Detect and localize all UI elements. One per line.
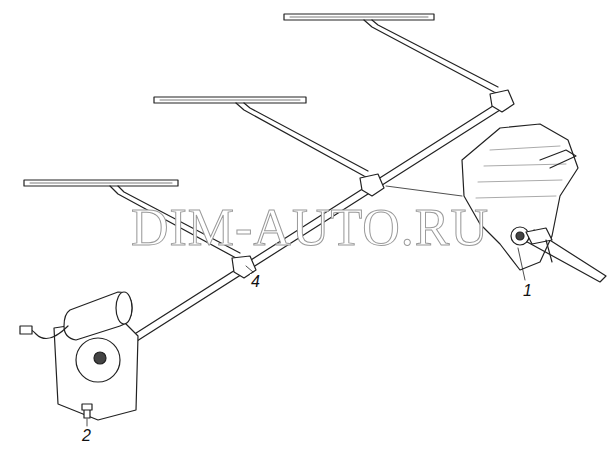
gear-housing	[76, 338, 120, 382]
watermark: DIM-AUTO.RU	[131, 202, 489, 254]
crank-hub	[94, 352, 106, 364]
crank	[526, 228, 552, 244]
pivot-bearing	[516, 232, 524, 240]
bracket-arm	[520, 150, 606, 282]
motor-body	[64, 292, 132, 340]
crank-stem	[546, 240, 552, 262]
wiper-blade	[24, 180, 178, 186]
pivot	[490, 90, 514, 112]
wiper-arm	[364, 20, 506, 96]
motor-endcap	[116, 292, 132, 324]
wiper-blade	[284, 14, 434, 20]
pivot-bearing	[511, 227, 529, 245]
wiper-blade	[154, 97, 306, 103]
callout-number: 2	[81, 428, 92, 444]
pivot	[360, 174, 384, 196]
bolt	[82, 404, 92, 418]
panel-hatching	[476, 146, 566, 198]
leader-line	[87, 419, 88, 426]
callout-number: 1	[522, 283, 533, 299]
callout-number: 4	[250, 274, 261, 290]
linkage-rod	[100, 104, 500, 362]
leader-line	[386, 186, 462, 196]
wiper-arm	[236, 103, 374, 180]
connector-plug	[20, 326, 32, 334]
leader-line	[518, 248, 525, 280]
motor-wire	[30, 326, 68, 339]
leader-line	[246, 266, 253, 272]
